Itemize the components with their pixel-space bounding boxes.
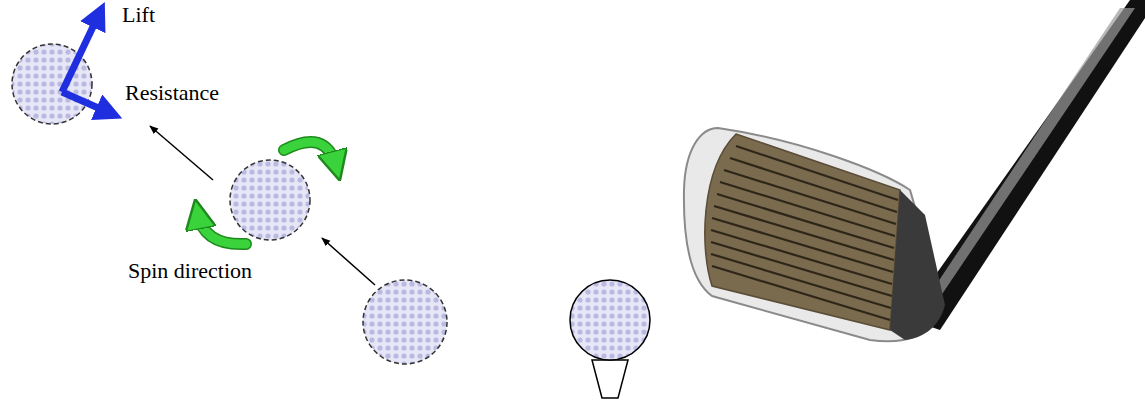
club-hosel bbox=[890, 190, 945, 340]
club-shaft bbox=[905, 0, 1145, 330]
spin-arrow-outline bbox=[284, 142, 336, 166]
spin-arrow-outline bbox=[198, 214, 246, 244]
spin-arrow bbox=[198, 214, 246, 244]
club-face bbox=[705, 134, 900, 330]
resistance-arrow bbox=[62, 92, 112, 114]
path-arrow bbox=[322, 238, 375, 285]
spin-arrow bbox=[284, 142, 336, 166]
club-grooves bbox=[711, 146, 898, 320]
lift-arrow bbox=[62, 12, 100, 92]
ball bbox=[363, 280, 447, 364]
tee bbox=[592, 360, 628, 398]
shaft-highlight bbox=[922, 8, 1135, 312]
label-text: Lift bbox=[122, 2, 155, 27]
golf-ball bbox=[570, 280, 650, 360]
label-text: Spin direction bbox=[128, 258, 252, 283]
ball bbox=[230, 160, 310, 240]
label-text: Resistance bbox=[125, 80, 219, 105]
path-arrow bbox=[150, 126, 213, 180]
